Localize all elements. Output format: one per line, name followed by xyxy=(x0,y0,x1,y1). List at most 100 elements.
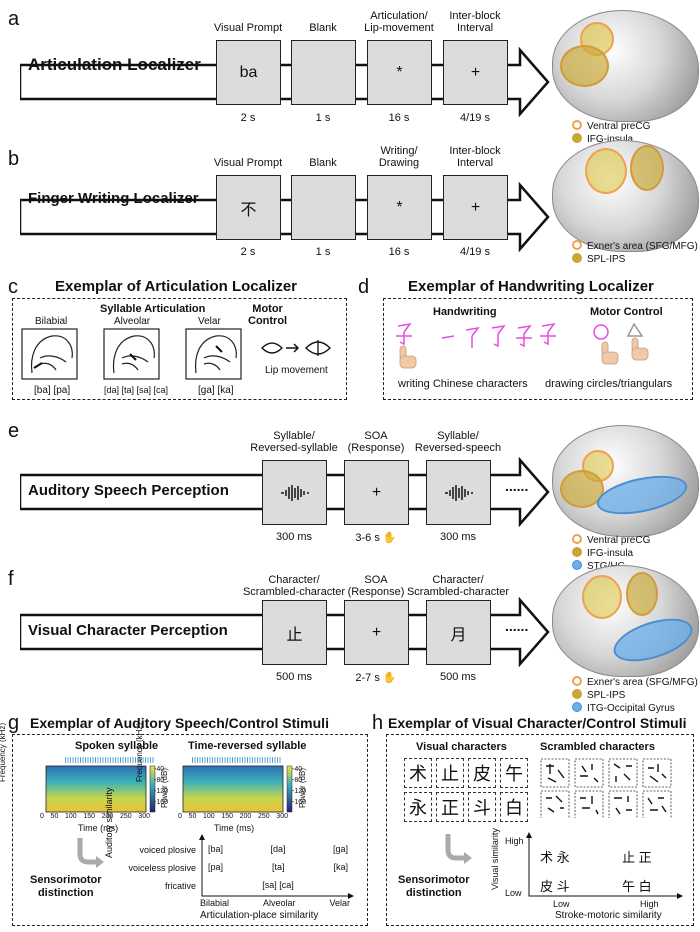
legend-b: Exner's area (SFG/MFG) SPL-IPS xyxy=(572,240,698,266)
exemplar-box-h xyxy=(386,734,694,926)
step-duration-e1: 300 ms xyxy=(275,531,313,543)
vocal-tract-diagrams xyxy=(21,328,242,380)
step-caption-b4: Inter-block Interval xyxy=(449,145,501,169)
step-box-a2 xyxy=(291,40,356,105)
step-caption-a4: Inter-block Interval xyxy=(449,10,501,34)
handwriting-stroke-icons xyxy=(396,322,649,369)
step-duration-a4: 4/19 s xyxy=(460,112,490,124)
step-duration-a1: 2 s xyxy=(240,112,256,124)
panel-title-d: Exemplar of Handwriting Localizer xyxy=(408,278,654,295)
spec-xlabel-1: Time (ms) xyxy=(78,823,119,833)
similarity-axes-g xyxy=(199,834,354,899)
roi-ifg-a xyxy=(560,45,609,87)
step-duration-f3: 500 ms xyxy=(439,671,477,683)
step-duration-e2: 3-6 s ✋ xyxy=(355,532,397,544)
step-caption-e1: Syllable/ Reversed-syllable xyxy=(250,430,338,454)
chars-low-high: 午 白 xyxy=(622,879,652,894)
lip-movement-caption: Lip movement xyxy=(265,365,328,376)
timeline-title-e: Auditory Speech Perception xyxy=(28,482,229,499)
step-box-b2 xyxy=(291,175,356,240)
place-label-bilabial: Bilabial xyxy=(35,316,68,327)
roi-ifg-e xyxy=(560,470,604,508)
step-duration-e3: 300 ms xyxy=(439,531,477,543)
scrambled-character-grid xyxy=(540,758,672,818)
continuation-dots-f: ...... xyxy=(505,618,529,634)
y-low-h: Low xyxy=(505,888,522,898)
visual-character-grid: 术 止 皮 午 永 正 斗 白 xyxy=(404,758,528,822)
step-duration-b2: 1 s xyxy=(315,246,331,258)
x-high-h: High xyxy=(640,899,659,909)
examples-bilabial: [ba] [pa] xyxy=(34,385,71,396)
roi-exner-b xyxy=(585,148,627,194)
axis-y-h: Visual similarity xyxy=(490,828,500,890)
step-box-f3: 月 xyxy=(426,600,491,665)
roi-spl-b xyxy=(630,145,664,191)
step-duration-b1: 2 s xyxy=(240,246,256,258)
axis-x-g: Articulation-place similarity xyxy=(200,910,319,921)
waveform-icon-e3 xyxy=(444,484,473,501)
panel-label-d: d xyxy=(358,276,370,298)
place-label-velar: Velar xyxy=(198,316,221,327)
sensorimotor-distinction-g: Sensorimotor distinction xyxy=(30,874,102,899)
roi-spl-f xyxy=(626,572,658,616)
spec-ylabel-2: Frequency (kHz) xyxy=(135,722,144,782)
step-duration-f1: 500 ms xyxy=(275,671,313,683)
continuation-dots-e: ...... xyxy=(505,478,529,494)
spec-ylabel-1: Frequency (kHz) xyxy=(0,722,7,782)
panel-title-c: Exemplar of Articulation Localizer xyxy=(55,278,297,295)
step-duration-b4: 4/19 s xyxy=(460,246,490,258)
roi-exner-f xyxy=(582,575,622,619)
lip-movement-icon xyxy=(261,340,331,356)
step-caption-e3: Syllable/ Reversed-speech xyxy=(414,430,502,454)
exemplar-box-g xyxy=(12,734,368,926)
chars-low-low: 皮 斗 xyxy=(540,879,570,894)
char-cell: 止 xyxy=(436,758,464,788)
step-box-e2: + xyxy=(344,460,409,525)
panel-title-g: Exemplar of Auditory Speech/Control Stim… xyxy=(30,715,329,731)
axis-x-h: Stroke-motoric similarity xyxy=(555,910,662,921)
visual-characters-title: Visual characters xyxy=(416,741,507,753)
similarity-axes-h xyxy=(526,832,683,899)
sensorimotor-distinction-h: Sensorimotor distinction xyxy=(398,874,470,899)
hand-response-icon: ✋ xyxy=(382,532,397,544)
step-box-a1: ba xyxy=(216,40,281,105)
exemplar-box-c xyxy=(12,298,347,400)
motor-caption-d: drawing circles/triangulars xyxy=(545,378,673,390)
step-caption-e2: SOA (Response) xyxy=(347,430,405,454)
step-caption-f2: SOA (Response) xyxy=(347,574,405,598)
step-duration-a2: 1 s xyxy=(315,112,331,124)
step-caption-f1: Character/ Scrambled-character xyxy=(242,574,346,598)
exemplar-box-d xyxy=(383,298,693,400)
panel-label-e: e xyxy=(8,420,20,442)
step-caption-b3: Writing/ Drawing xyxy=(378,145,420,169)
step-box-b4: + xyxy=(443,175,508,240)
step-box-f2: + xyxy=(344,600,409,665)
step-caption-a2: Blank xyxy=(309,22,337,34)
panel-label-b: b xyxy=(8,148,20,170)
timeline-title-f: Visual Character Perception xyxy=(28,622,228,639)
spec-title-reversed: Time-reversed syllable xyxy=(188,740,307,752)
step-box-b1: 不 xyxy=(216,175,281,240)
y-high-h: High xyxy=(505,836,524,846)
step-box-f1: 止 xyxy=(262,600,327,665)
cbar-ticks-1: -40-80-120-160 xyxy=(154,766,169,806)
spec-title-spoken: Spoken syllable xyxy=(75,740,159,752)
syllable-articulation-title: Syllable Articulation xyxy=(100,303,206,315)
char-cell: 术 xyxy=(404,758,432,788)
step-caption-f3: Character/ Scrambled-character xyxy=(406,574,510,598)
chars-high-high: 术 永 xyxy=(540,850,570,865)
axis-y-g: Auditory similarity xyxy=(104,787,114,858)
step-duration-a3: 16 s xyxy=(388,112,410,124)
examples-alveolar: [da] [ta] [sa] [ca] xyxy=(104,385,169,395)
timeline-title-a: Articulation Localizer xyxy=(28,55,201,74)
motor-control-title-d: Motor Control xyxy=(590,306,663,318)
spec-xlabel-2: Time (ms) xyxy=(214,823,255,833)
char-cell: 正 xyxy=(436,792,464,822)
place-label-alveolar: Alveolar xyxy=(114,316,151,327)
panel-label-h: h xyxy=(372,712,384,734)
waveform-icon-e1 xyxy=(280,484,309,501)
step-duration-b3: 16 s xyxy=(388,246,410,258)
char-cell: 斗 xyxy=(468,792,496,822)
